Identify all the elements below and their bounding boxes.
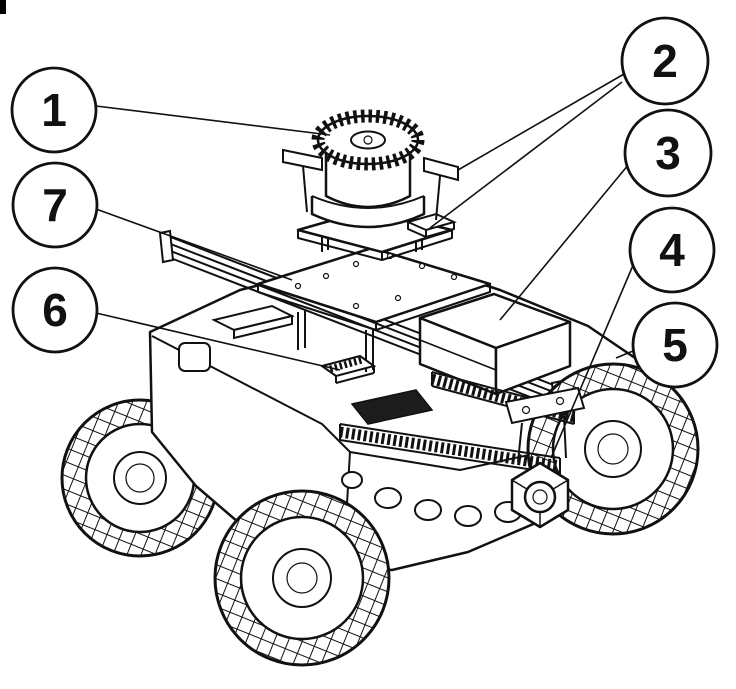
- wheel-hub: [597, 433, 629, 465]
- connector-block: [319, 354, 377, 384]
- flag-pole: [302, 165, 308, 213]
- callout-2: 2: [620, 16, 710, 106]
- callout-1: 1: [10, 66, 98, 154]
- wheel-front-left: [213, 489, 391, 667]
- extrusion-hatch: [339, 426, 561, 472]
- robot-illustration: [60, 109, 700, 667]
- battery-block: [350, 389, 434, 425]
- connector-side: [335, 366, 375, 384]
- callout-circle: [620, 16, 710, 106]
- extrusion-outline: [339, 423, 561, 475]
- rail-end-cap: [158, 229, 175, 264]
- box-seam: [419, 339, 497, 371]
- sensor-plate-thickness: [257, 284, 491, 331]
- callout-circle: [631, 301, 719, 389]
- side-hatch-opening: [178, 342, 211, 372]
- callout-circle: [11, 161, 99, 249]
- plate-screws: [294, 252, 458, 310]
- extrusion-outline: [431, 371, 575, 425]
- leader-line-1: [95, 105, 331, 136]
- standoffs: [321, 230, 423, 252]
- wheel-hub: [125, 463, 155, 493]
- lidar-base: [310, 196, 426, 229]
- vent-hole: [454, 505, 482, 527]
- vent-hole: [414, 499, 442, 521]
- camera-bracket: [504, 386, 586, 463]
- camera-unit: [510, 461, 570, 529]
- vent-hole: [341, 471, 363, 489]
- box-right-face: [494, 320, 572, 396]
- lidar-fins: [311, 109, 425, 171]
- leader-line-2a: [457, 73, 625, 171]
- callout-4: 4: [628, 206, 716, 294]
- mount-plate-thickness: [297, 230, 453, 261]
- side-pad-front: [233, 314, 293, 340]
- callout-circle: [628, 206, 716, 294]
- lidar-sensor: [310, 109, 426, 229]
- callout-7: 7: [11, 161, 99, 249]
- bracket-hole: [555, 396, 565, 406]
- leader-line-6: [95, 312, 341, 371]
- flag-pole: [435, 175, 441, 221]
- leader-line-5: [615, 350, 634, 359]
- callout-number: 3: [655, 127, 681, 179]
- callout-number: 2: [652, 35, 678, 87]
- callout-6: 6: [11, 266, 99, 354]
- gps-antenna-side: [407, 222, 455, 238]
- bracket-hole: [521, 405, 531, 415]
- leader-line-3: [499, 163, 630, 321]
- callout-5: 5: [631, 301, 719, 389]
- leader-line-4: [550, 262, 635, 459]
- bracket-arms: [517, 415, 567, 463]
- bracket-plate: [504, 386, 586, 425]
- electronics-box: [418, 292, 572, 396]
- leader-lines: [95, 73, 635, 459]
- antenna-flags: [282, 148, 459, 221]
- wheel-hub: [286, 562, 318, 594]
- connector-pins: [329, 356, 363, 373]
- callout-number: 5: [662, 319, 688, 371]
- callout-number: 6: [42, 284, 68, 336]
- camera-lens-inner: [532, 489, 548, 505]
- flag-right: [423, 156, 459, 182]
- page-edge-artifact: [0, 0, 6, 14]
- callout-number: 7: [42, 179, 68, 231]
- vent-hole: [374, 487, 402, 509]
- lidar-top-screw: [363, 135, 373, 145]
- callout-circle: [623, 108, 713, 198]
- callout-circle: [11, 266, 99, 354]
- leader-line-7: [95, 208, 293, 281]
- callout-number: 4: [659, 224, 685, 276]
- leader-line-2b: [429, 81, 623, 229]
- callout-number: 1: [41, 84, 67, 136]
- sensor-plate: [256, 230, 492, 331]
- callout-circle: [10, 66, 98, 154]
- callout-3: 3: [623, 108, 713, 198]
- callouts: 1 2 3 4 5 6 7: [10, 16, 719, 389]
- post: [297, 310, 306, 350]
- flag-left: [282, 148, 323, 172]
